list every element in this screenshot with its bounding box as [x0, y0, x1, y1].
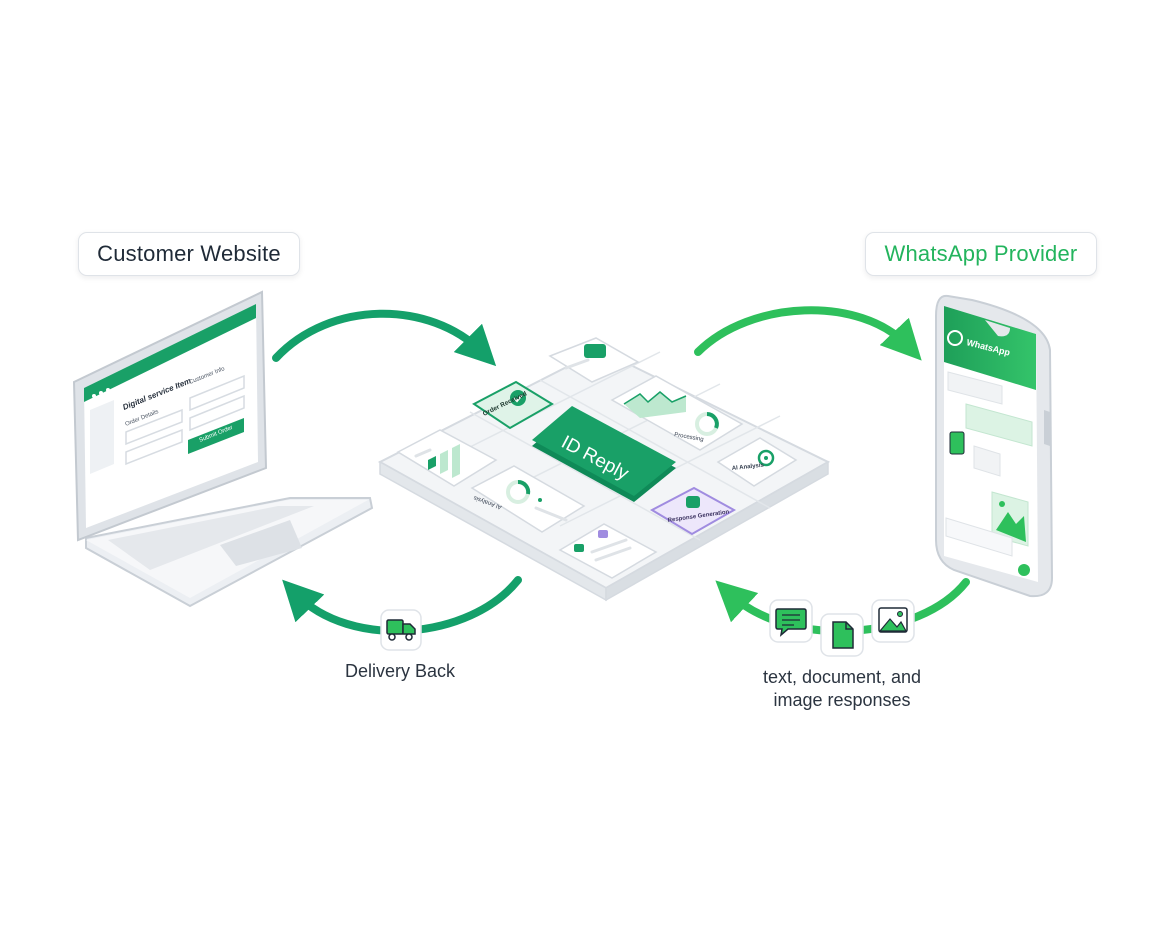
whatsapp-logo-icon: [947, 330, 963, 346]
processing-label: Processing: [674, 432, 704, 443]
responses-caption-line-1: text, document, and: [762, 667, 922, 687]
truck-icon: [386, 619, 416, 641]
response-image-badge: [871, 599, 915, 643]
laptop-illustration: Digital service Item Order Details Custo…: [72, 290, 374, 608]
phone-image-icon: [996, 512, 1026, 542]
responses-caption: text, document, and image responses: [722, 666, 962, 712]
document-icon: [832, 621, 854, 649]
check-icon: [510, 390, 526, 406]
delivery-truck-badge: [380, 609, 422, 651]
responses-caption-line-2: image responses: [773, 690, 911, 710]
phone-document-icon: [949, 431, 965, 455]
platform-card-chart: [396, 429, 498, 487]
whatsapp-provider-label: WhatsApp Provider: [865, 232, 1097, 276]
response-chat-badge: [769, 599, 813, 643]
platform-card-response-generation: Response Generation: [649, 486, 737, 536]
platform-illustration: Order Received Processing ID Reply: [377, 337, 831, 602]
ai-analysis-label: AI Analysis: [732, 463, 765, 472]
response-document-badge: [820, 613, 864, 657]
send-icon: [1018, 564, 1030, 576]
platform-card-bottom: [558, 523, 658, 579]
chat-message-icon: [775, 608, 807, 637]
robot-icon: [686, 496, 700, 508]
phone-illustration: WhatsApp: [935, 294, 1054, 598]
platform-card-top: [548, 337, 640, 383]
laptop-submit-button: [188, 418, 244, 454]
platform-card-processing: Processing: [610, 375, 744, 451]
flow-arrow-platform-to-whatsapp: [694, 306, 922, 361]
image-icon: [878, 607, 908, 633]
flow-arrow-website-to-platform: [272, 309, 497, 367]
delivery-back-caption: Delivery Back: [344, 661, 456, 681]
platform-card-ai-analysis: AI Analysis: [716, 437, 798, 487]
customer-website-label: Customer Website: [78, 232, 300, 276]
platform-card-order-received: Order Received: [472, 380, 554, 430]
gear-icon: [757, 449, 775, 467]
